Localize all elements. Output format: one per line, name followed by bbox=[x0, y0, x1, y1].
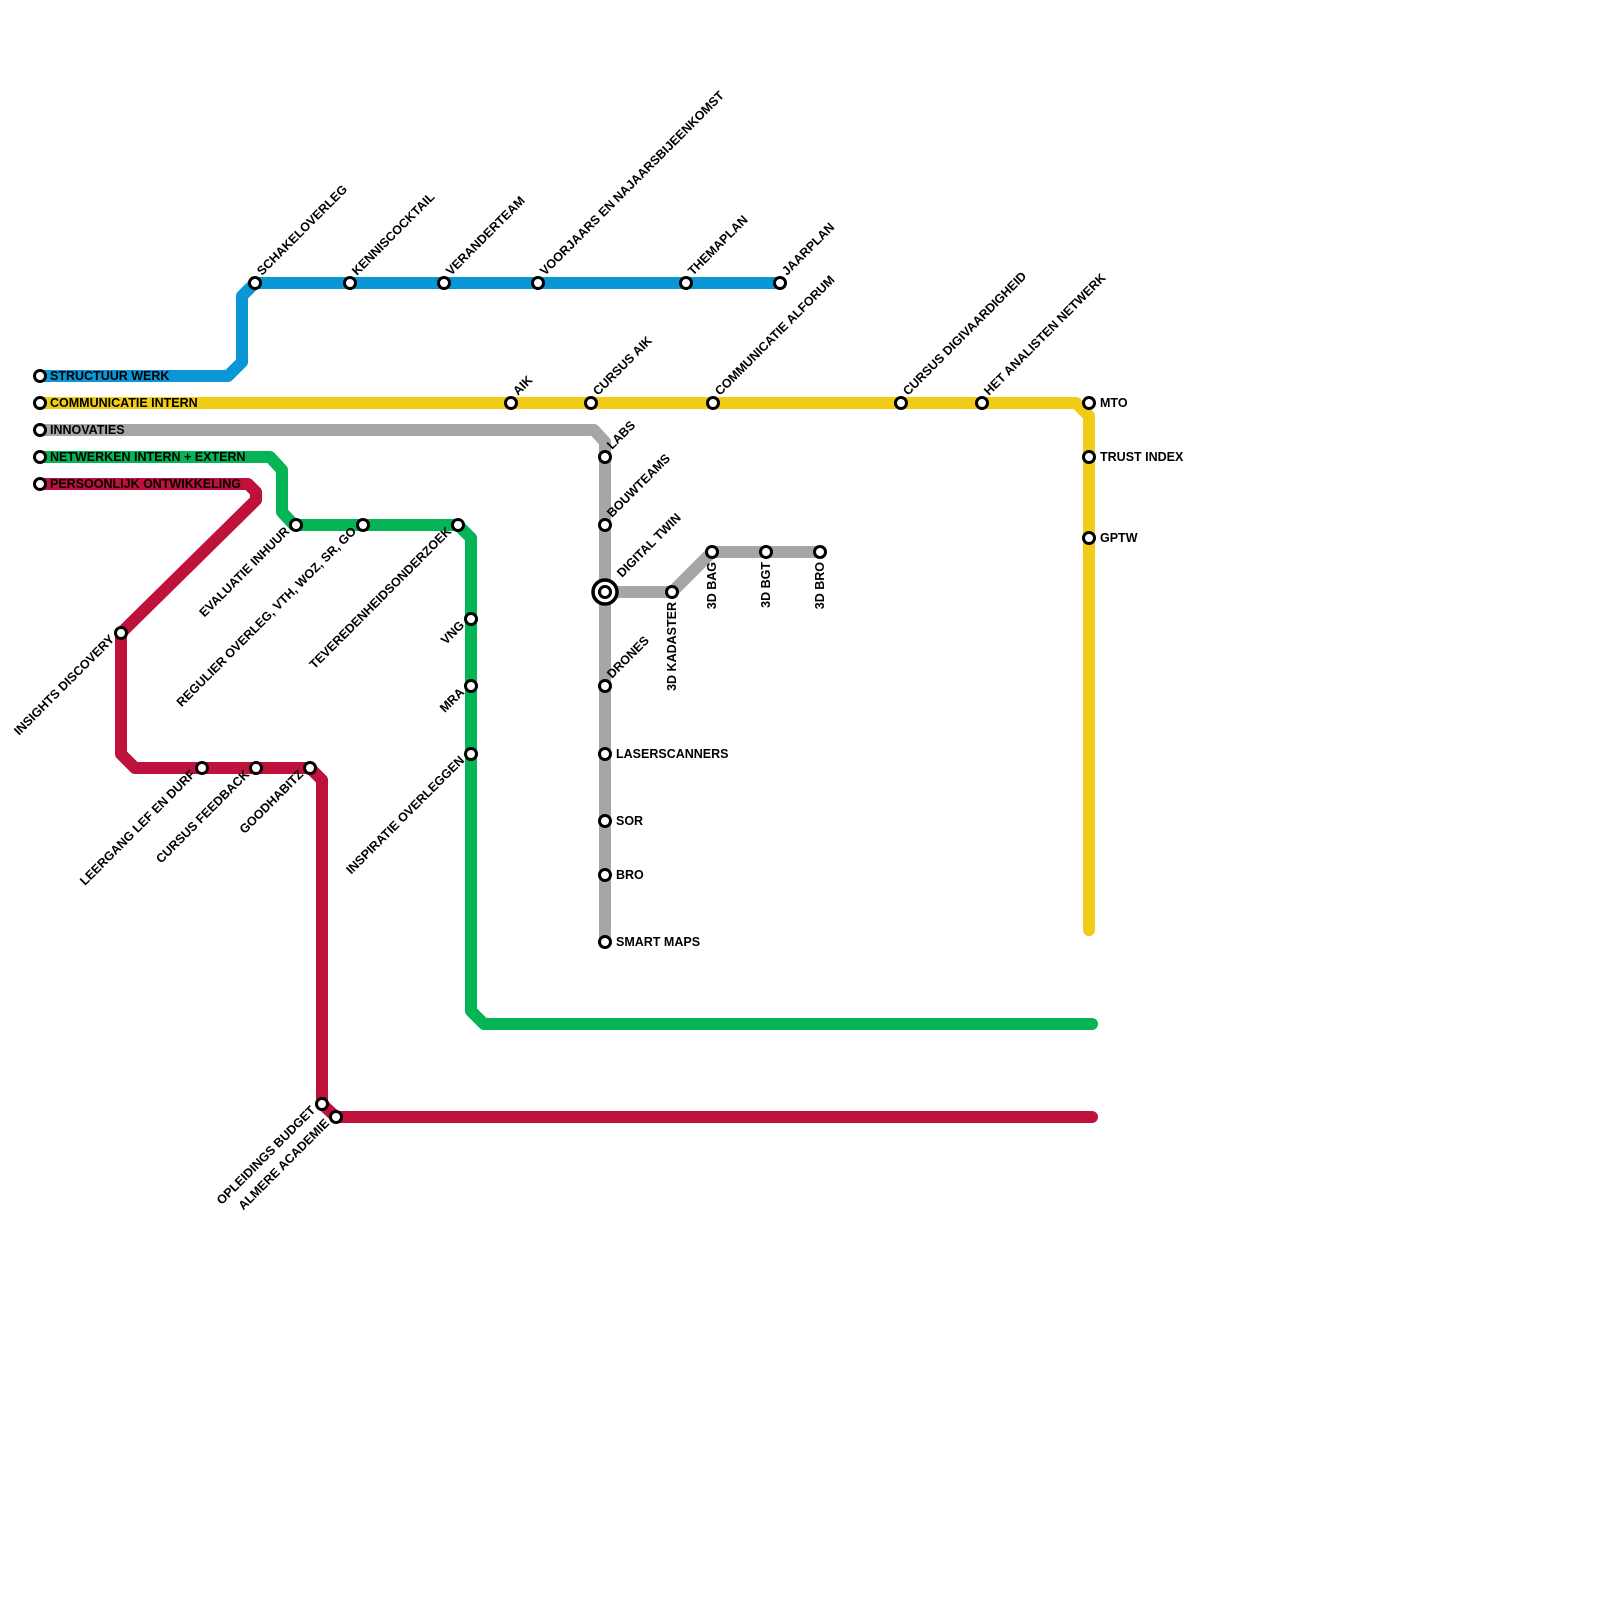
station-3d-kadaster[interactable] bbox=[665, 585, 679, 599]
label-jaarplan: JAARPLAN bbox=[779, 220, 837, 278]
stations-blue: SCHAKELOVERLEG KENNISCOCKTAIL VERANDERTE… bbox=[248, 88, 837, 290]
station-labs[interactable] bbox=[598, 450, 612, 464]
station-teveredenheidsonderzoek[interactable] bbox=[451, 518, 465, 532]
label-schakeloverleg: SCHAKELOVERLEG bbox=[254, 182, 350, 278]
station-digital-twin[interactable] bbox=[598, 585, 612, 599]
line-label-structuur-werk: STRUCTUUR WERK bbox=[50, 369, 169, 383]
station-inspiratie-overleggen[interactable] bbox=[464, 747, 478, 761]
station-kenniscocktail[interactable] bbox=[343, 276, 357, 290]
label-mra: MRA bbox=[437, 685, 467, 715]
label-leergang-lef-en-durf: LEERGANG LEF EN DURF bbox=[77, 767, 198, 888]
label-drones: DRONES bbox=[604, 633, 652, 681]
station-3d-bag[interactable] bbox=[705, 545, 719, 559]
label-3d-bag: 3D BAG bbox=[705, 562, 719, 609]
label-bouwteams: BOUWTEAMS bbox=[604, 451, 673, 520]
station-communicatie-alforum[interactable] bbox=[706, 396, 720, 410]
label-insights-discovery: INSIGHTS DISCOVERY bbox=[11, 632, 117, 738]
station-cursus-aik[interactable] bbox=[584, 396, 598, 410]
label-smart-maps: SMART MAPS bbox=[616, 935, 700, 949]
line-blue bbox=[34, 277, 786, 382]
station-almere-academie[interactable] bbox=[329, 1110, 343, 1124]
station-leergang-lef-en-durf[interactable] bbox=[195, 761, 209, 775]
label-labs: LABS bbox=[604, 418, 638, 452]
station-3d-bro[interactable] bbox=[813, 545, 827, 559]
station-evaluatie-inhuur[interactable] bbox=[289, 518, 303, 532]
stations-red: INSIGHTS DISCOVERY LEERGANG LEF EN DURF … bbox=[11, 626, 343, 1213]
lines-layer bbox=[34, 277, 1098, 1123]
label-trust-index: TRUST INDEX bbox=[1100, 450, 1184, 464]
stations-grey: LABS BOUWTEAMS DIGITAL TWIN DRONES LASER… bbox=[591, 418, 827, 949]
label-mto: MTO bbox=[1100, 396, 1128, 410]
station-opleidings-budget[interactable] bbox=[315, 1097, 329, 1111]
station-bro[interactable] bbox=[598, 868, 612, 882]
label-3d-bro: 3D BRO bbox=[813, 562, 827, 610]
label-aik: AIK bbox=[510, 373, 535, 398]
station-regulier-overleg[interactable] bbox=[356, 518, 370, 532]
line-label-communicatie-intern: COMMUNICATIE INTERN bbox=[50, 396, 198, 410]
label-kenniscocktail: KENNISCOCKTAIL bbox=[349, 190, 438, 279]
station-vng[interactable] bbox=[464, 612, 478, 626]
station-sor[interactable] bbox=[598, 814, 612, 828]
station-gptw[interactable] bbox=[1082, 531, 1096, 545]
station-goodhabitz[interactable] bbox=[303, 761, 317, 775]
label-vng: VNG bbox=[438, 618, 467, 647]
label-laserscanners: LASERSCANNERS bbox=[616, 747, 729, 761]
label-digital-twin: DIGITAL TWIN bbox=[614, 511, 683, 580]
station-mra[interactable] bbox=[464, 679, 478, 693]
station-persoonlijk-ontwikkeling[interactable] bbox=[33, 477, 47, 491]
station-themaplan[interactable] bbox=[679, 276, 693, 290]
station-trust-index[interactable] bbox=[1082, 450, 1096, 464]
station-jaarplan[interactable] bbox=[773, 276, 787, 290]
label-bro: BRO bbox=[616, 868, 644, 882]
station-voorjaars-en-najaarsbijeenkomst[interactable] bbox=[531, 276, 545, 290]
station-mto[interactable] bbox=[1082, 396, 1096, 410]
station-insights-discovery[interactable] bbox=[114, 626, 128, 640]
station-structuur-werk[interactable] bbox=[33, 369, 47, 383]
station-aik[interactable] bbox=[504, 396, 518, 410]
label-sor: SOR bbox=[616, 814, 643, 828]
line-origin-terminals: STRUCTUUR WERK COMMUNICATIE INTERN INNOV… bbox=[33, 369, 246, 491]
station-drones[interactable] bbox=[598, 679, 612, 693]
station-cursus-feedback[interactable] bbox=[249, 761, 263, 775]
label-3d-bgt: 3D BGT bbox=[759, 562, 773, 608]
station-het-analisten-netwerk[interactable] bbox=[975, 396, 989, 410]
label-gptw: GPTW bbox=[1100, 531, 1138, 545]
station-communicatie-intern[interactable] bbox=[33, 396, 47, 410]
station-bouwteams[interactable] bbox=[598, 518, 612, 532]
label-cursus-aik: CURSUS AIK bbox=[590, 334, 655, 399]
station-veranderteam[interactable] bbox=[437, 276, 451, 290]
station-smart-maps[interactable] bbox=[598, 935, 612, 949]
line-green bbox=[34, 451, 1098, 1030]
station-innovaties[interactable] bbox=[33, 423, 47, 437]
station-laserscanners[interactable] bbox=[598, 747, 612, 761]
label-voorjaars-en-najaarsbijeenkomst: VOORJAARS EN NAJAARSBIJEENKOMST bbox=[537, 88, 727, 278]
line-label-netwerken-intern-extern: NETWERKEN INTERN + EXTERN bbox=[50, 450, 246, 464]
label-themaplan: THEMAPLAN bbox=[685, 213, 750, 278]
station-3d-bgt[interactable] bbox=[759, 545, 773, 559]
station-cursus-digivaardigheid[interactable] bbox=[894, 396, 908, 410]
station-netwerken-intern-extern[interactable] bbox=[33, 450, 47, 464]
line-yellow bbox=[34, 397, 1095, 936]
line-label-innovaties: INNOVATIES bbox=[50, 423, 125, 437]
label-communicatie-alforum: COMMUNICATIE ALFORUM bbox=[712, 273, 837, 398]
label-cursus-feedback: CURSUS FEEDBACK bbox=[153, 767, 252, 866]
label-veranderteam: VERANDERTEAM bbox=[443, 194, 528, 279]
station-schakeloverleg[interactable] bbox=[248, 276, 262, 290]
line-label-persoonlijk-ontwikkeling: PERSOONLIJK ONTWIKKELING bbox=[50, 477, 241, 491]
label-inspiratie-overleggen: INSPIRATIE OVERLEGGEN bbox=[343, 753, 467, 877]
label-3d-kadaster: 3D KADASTER bbox=[665, 602, 679, 691]
